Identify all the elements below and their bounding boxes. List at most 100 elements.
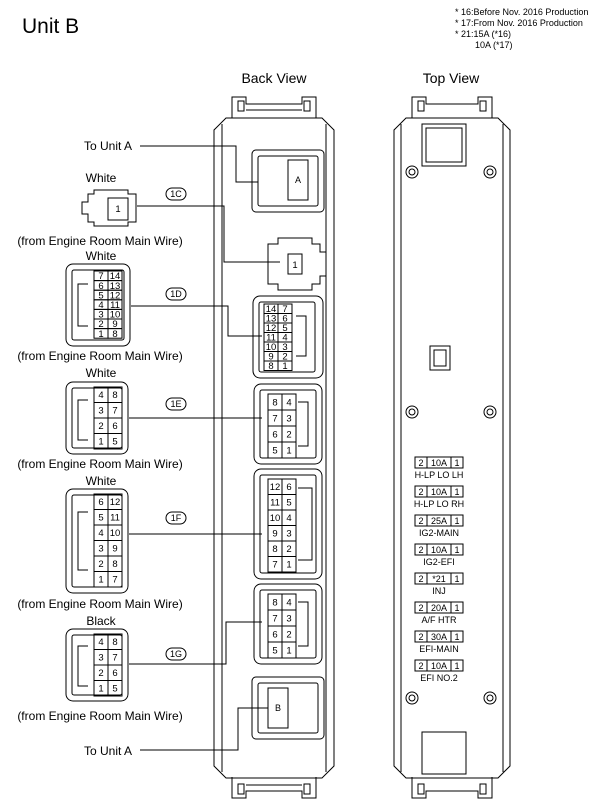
- connector-1e-id: 1E: [170, 399, 181, 409]
- fuse-name: EFI NO.2: [420, 673, 458, 683]
- fuse-rating: 10A: [431, 458, 447, 468]
- fuse-right-pin: 1: [454, 487, 459, 497]
- connector-1d-source: (from Engine Room Main Wire): [17, 349, 182, 363]
- connector-1f-pin-label: 6: [98, 497, 103, 508]
- connector-1f-color: White: [86, 474, 117, 488]
- connector-1g-lead: [129, 621, 262, 665]
- fuse-terminal-right: [450, 601, 464, 614]
- connector-1c-color: White: [86, 171, 117, 185]
- socket-1f-pin-label: 6: [286, 482, 291, 493]
- note-3: * 21:15A (*16): [455, 29, 511, 39]
- fuse-name: IG2-MAIN: [419, 528, 459, 538]
- socket-1d-pin-label: 4: [282, 333, 287, 344]
- connector-1g-pin-label: 2: [98, 668, 103, 679]
- note-2: * 17:From Nov. 2016 Production: [455, 18, 583, 28]
- connector-1d-pin-label: 14: [110, 271, 121, 282]
- connector-1d-pin-label: 4: [98, 300, 103, 311]
- fuse-right-pin: 1: [454, 603, 459, 613]
- socket-1e-pin-label: 1: [286, 445, 291, 456]
- socket-1f-pin-label: 4: [286, 513, 291, 524]
- connector-1d-pin-label: 9: [112, 319, 117, 330]
- socket-1e-pin-label: 6: [272, 429, 277, 440]
- fuse-left-pin: 2: [418, 661, 423, 671]
- connector-1d-pin-label: 12: [110, 290, 121, 301]
- socket-1f-pin-label: 5: [286, 498, 291, 509]
- connector-1f-pin-label: 1: [98, 575, 103, 586]
- socket-1d-pin-label: 10: [266, 342, 277, 353]
- connector-1e-pin-label: 5: [112, 437, 117, 448]
- connector-1f-id: 1F: [171, 513, 182, 523]
- fuse-terminal-right: [450, 630, 464, 643]
- fuse-rating: 10A: [431, 661, 447, 671]
- socket-1d-pin-label: 7: [282, 304, 287, 315]
- connector-1f-pin-label: 9: [112, 544, 117, 555]
- connector-1e-color: White: [86, 366, 117, 380]
- fuse-rating: 10A: [431, 487, 447, 497]
- socket-1d-pin-label: 5: [282, 323, 287, 334]
- fuse-terminal-right: [450, 456, 464, 469]
- fuse-left-pin: 2: [418, 545, 423, 555]
- fuse-name: H-LP LO RH: [414, 499, 464, 509]
- socket-1f-pin-label: 7: [272, 560, 277, 571]
- socket-1e-pin-label: 7: [272, 413, 277, 424]
- fuse-left-pin: 2: [418, 487, 423, 497]
- connector-1g-pin-cell: [107, 680, 123, 697]
- fuse-item: 2 10A 1H-LP LO RH: [414, 485, 464, 509]
- connector-1d-pin-label: 10: [110, 310, 121, 321]
- fuse-terminal-right: [450, 659, 464, 672]
- connector-1f-pin-label: 2: [98, 559, 103, 570]
- connector-1e-pin-label: 3: [98, 406, 103, 417]
- connector-1d-color: White: [86, 249, 117, 263]
- connector-1g-pin-label: 3: [98, 653, 103, 664]
- fuse-right-pin: 1: [454, 458, 459, 468]
- connector-1g-pin-label: 1: [98, 684, 103, 695]
- note-4: 10A (*17): [475, 40, 513, 50]
- fuse-rating: 25A: [431, 516, 447, 526]
- connector-1f-pin-label: 11: [110, 513, 120, 524]
- socket-1f-pin-label: 1: [286, 560, 291, 571]
- to-unit-a-bottom-line: [140, 707, 268, 751]
- socket-1f-pin-label: 8: [272, 544, 277, 555]
- socket-1d-pin-label: 2: [282, 352, 287, 363]
- connector-1f-pin-label: 3: [98, 544, 103, 555]
- connector-1e-pin-label: 7: [112, 406, 117, 417]
- connector-1e-pin-cell: [107, 433, 123, 450]
- fuse-left-pin: 2: [418, 516, 423, 526]
- socket-1f-pin-label: 9: [272, 529, 277, 540]
- socket-1d-pin-label: 9: [268, 352, 273, 363]
- fuse-terminal-right: [450, 485, 464, 498]
- fuse-terminal-right: [450, 543, 464, 556]
- note-1: * 16:Before Nov. 2016 Production: [455, 7, 588, 17]
- socket-1f-pin-label: 2: [286, 544, 291, 555]
- fuse-terminal-right: [450, 514, 464, 527]
- connector-1f-pin-cell: [107, 571, 123, 588]
- socket-1c: 1: [267, 237, 327, 291]
- connector-1g-pin-label: 6: [112, 668, 117, 679]
- fuse-rating: *21: [432, 574, 446, 584]
- socket-1f-pin-label: 10: [270, 513, 281, 524]
- connector-1f-pin-label: 8: [112, 559, 117, 570]
- socket-1g-pin-label: 4: [286, 597, 291, 608]
- socket-b-label: B: [275, 703, 281, 713]
- top-view-body: [393, 96, 511, 799]
- socket-1e-pin-label: 5: [272, 445, 277, 456]
- socket-1g-pin-label: 7: [272, 613, 277, 624]
- fuse-rating: 30A: [431, 632, 447, 642]
- to-unit-a-bottom-label: To Unit A: [84, 744, 132, 758]
- socket-1d-pin-label: 1: [282, 361, 287, 372]
- socket-1d-pin-cell: [277, 360, 293, 371]
- socket-1e-pin-label: 3: [286, 413, 291, 424]
- fuse-rating: 10A: [431, 545, 447, 555]
- fuse-left-pin: 2: [418, 458, 423, 468]
- socket-1d-pin-label: 12: [266, 323, 277, 334]
- fuse-right-pin: 1: [454, 632, 459, 642]
